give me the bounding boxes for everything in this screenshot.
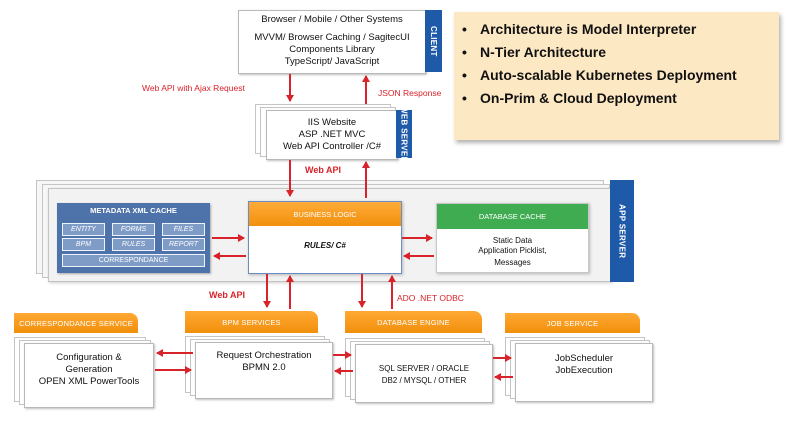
note-item: On-Prim & Cloud Deployment <box>462 87 779 110</box>
note-item: Auto-scalable Kubernetes Deployment <box>462 64 779 87</box>
note-item: Architecture is Model Interpreter <box>462 18 779 41</box>
business-logic-body: RULES/ C# <box>304 241 346 250</box>
database-cache-header: DATABASE CACHE <box>437 204 588 229</box>
business-logic-box: BUSINESS LOGIC RULES/ C# <box>248 201 402 274</box>
webserver-line-3: Web API Controller /C# <box>282 141 382 152</box>
correspondance-line-1: Configuration & <box>56 352 122 363</box>
correspondance-service-box: Configuration & Generation OPEN XML Powe… <box>24 343 154 408</box>
metadata-cache-panel: METADATA XML CACHE ENTITY FORMS FILES BP… <box>57 203 210 273</box>
label-ado-odbc: ADO .NET ODBC <box>397 293 464 303</box>
metadata-chip-rules: RULES <box>112 238 155 251</box>
client-tab: CLIENT <box>425 10 442 72</box>
database-cache-line-2: Application Picklist, <box>478 246 547 255</box>
architecture-notes: Architecture is Model Interpreter N-Tier… <box>454 12 779 140</box>
bpm-line-1: Request Orchestration <box>216 350 312 361</box>
webserver-line-1: IIS Website <box>307 117 357 128</box>
client-line-3: Components Library <box>289 44 375 55</box>
metadata-chip-entity: ENTITY <box>62 223 105 236</box>
dbengine-line-2: DB2 / MYSQL / OTHER <box>381 376 467 385</box>
metadata-correspondance-bar: CORRESPONDANCE <box>62 254 205 267</box>
correspondance-service-header: CORRESPONDANCE SERVICE <box>14 313 138 333</box>
job-line-2: JobExecution <box>555 365 613 376</box>
job-line-1: JobScheduler <box>554 353 614 364</box>
client-box: Browser / Mobile / Other Systems MVVM/ B… <box>238 10 426 74</box>
client-line-4: TypeScript/ JavaScript <box>284 56 380 67</box>
metadata-cache-title: METADATA XML CACHE <box>90 206 177 215</box>
client-line-1: Browser / Mobile / Other Systems <box>261 14 403 25</box>
job-service-box: JobScheduler JobExecution <box>515 343 653 402</box>
database-cache-box: DATABASE CACHE Static Data Application P… <box>436 203 589 273</box>
metadata-chip-forms: FORMS <box>112 223 155 236</box>
label-webapi-bottom: Web API <box>209 290 246 300</box>
label-webapi-ajax: Web API with Ajax Request <box>142 83 245 93</box>
business-logic-header: BUSINESS LOGIC <box>249 202 401 226</box>
job-service-header: JOB SERVICE <box>505 313 640 333</box>
webserver-tab: WEB SERVER <box>396 106 412 162</box>
webserver-line-2: ASP .NET MVC <box>298 129 366 140</box>
database-engine-box: SQL SERVER / ORACLE DB2 / MYSQL / OTHER <box>355 344 493 403</box>
metadata-chip-files: FILES <box>162 223 205 236</box>
label-json-response: JSON Response <box>378 88 442 98</box>
database-cache-line-1: Static Data <box>492 236 533 245</box>
metadata-chip-report: REPORT <box>162 238 205 251</box>
client-line-2: MVVM/ Browser Caching / SagitecUI <box>254 32 410 43</box>
dbengine-line-1: SQL SERVER / ORACLE <box>378 364 470 373</box>
label-webapi-top: Web API <box>305 165 342 175</box>
correspondance-line-2: Generation <box>65 364 113 375</box>
bpm-line-2: BPMN 2.0 <box>242 362 286 373</box>
database-cache-line-3: Messages <box>494 258 531 267</box>
correspondance-line-3: OPEN XML PowerTools <box>38 376 140 387</box>
metadata-chip-bpm: BPM <box>62 238 105 251</box>
webserver-box: IIS Website ASP .NET MVC Web API Control… <box>266 110 398 160</box>
note-item: N-Tier Architecture <box>462 41 779 64</box>
bpm-services-box: Request Orchestration BPMN 2.0 <box>195 342 333 399</box>
appserver-tab: APP SERVER <box>610 180 634 282</box>
database-engine-header: DATABASE ENGINE <box>345 311 482 333</box>
bpm-services-header: BPM SERVICES <box>185 311 318 333</box>
